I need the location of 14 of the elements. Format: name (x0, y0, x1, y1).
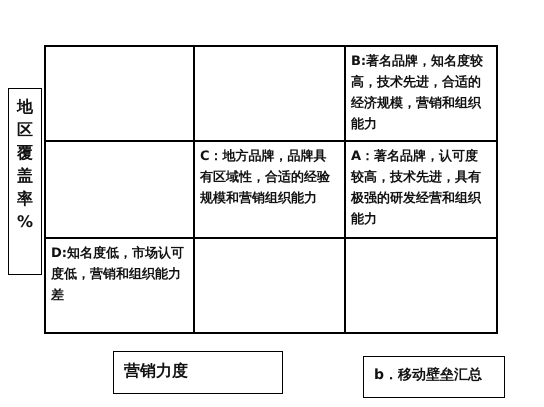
cell-text: C：地方品牌，品牌具有区域性，合适的经验规模和营销组织能力 (200, 148, 331, 208)
cell-text: D:知名度低，市场认可度低，营销和组织能力差 (51, 244, 185, 305)
cell-text: B:著名品牌，知名度较高，技术先进，合适的经济规模，营销和组织能力 (351, 52, 484, 134)
table-cell (344, 237, 498, 334)
table-cell (344, 45, 498, 142)
caption-box (363, 356, 505, 398)
axis-label: 地区覆盖率% (16, 96, 34, 233)
cell-text: A：著名品牌，认可度较高，技术先进，具有极强的研发经营和组织能力 (351, 148, 482, 229)
axis-label-box (113, 351, 283, 394)
box-text: 营销力度 (124, 360, 189, 381)
table-cell (44, 237, 195, 334)
table-cell (44, 45, 195, 142)
box-text: b．移动壁垒汇总 (374, 366, 484, 385)
axis-label-box (8, 88, 42, 275)
